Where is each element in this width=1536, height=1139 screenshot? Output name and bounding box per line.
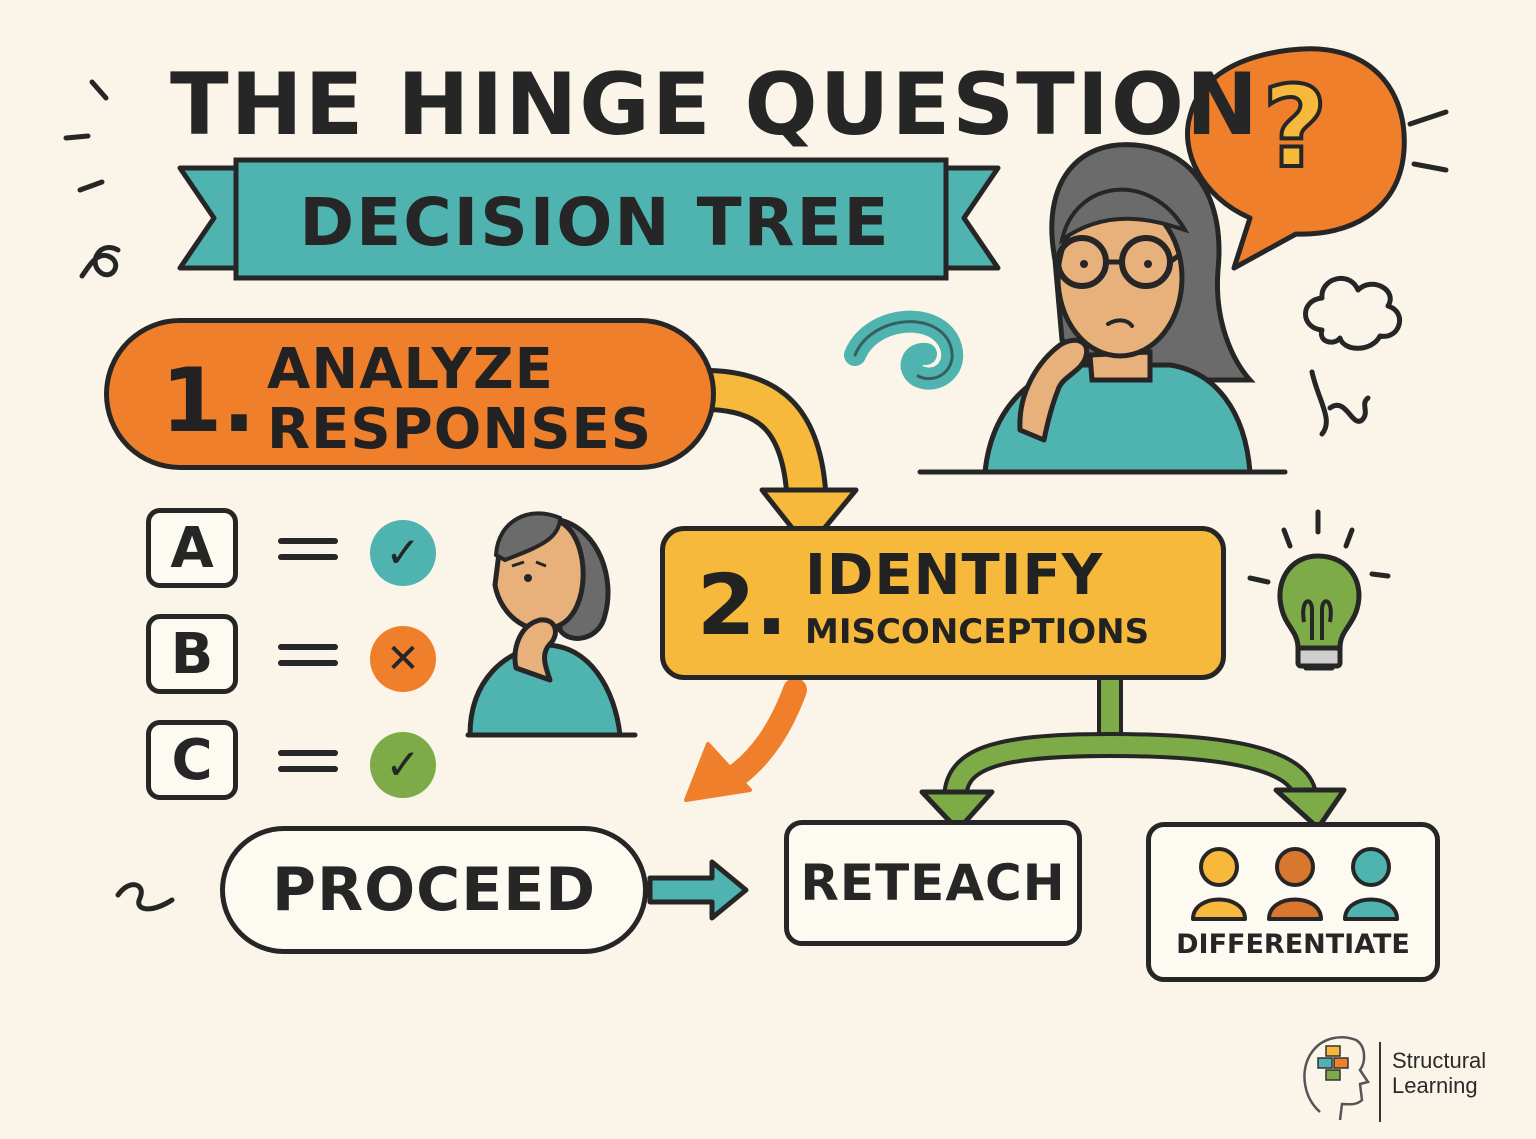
teacher-figure-large [917,142,1288,475]
equals-icon [278,538,338,544]
outcome-reteach-label: RETEACH [800,854,1066,912]
check-icon: ✓ [370,732,436,798]
outcome-proceed-label: PROCEED [272,855,596,925]
people-group-icon [1191,847,1399,921]
doodle-lines-right [1309,109,1449,437]
arrow-step2-to-proceed [684,678,807,802]
step-label-line1: ANALYZE [267,337,554,402]
step-number: 2. [697,556,788,654]
brand-name: Structural Learning [1392,1048,1486,1099]
step-label-line1: IDENTIFY [805,543,1104,608]
response-options: A ✓ B ✕ C ✓ [146,508,456,808]
option-c-box: C [146,720,238,800]
brand-line2: Learning [1392,1073,1478,1099]
step-number: 1. [161,349,256,452]
subtitle-banner-ribbon [177,157,1001,281]
step-label-line2: MISCONCEPTIONS [805,612,1150,652]
doodle-lines-left [63,79,175,912]
question-mark-icon: ? [1261,63,1330,193]
outcome-differentiate: DIFFERENTIATE [1146,822,1440,982]
student-figure-small [465,511,638,738]
step-label-line2: RESPONSES [267,397,653,462]
lightbulb-icon [1247,509,1391,671]
page-title: THE HINGE QUESTION [170,55,1260,155]
equals-icon [278,750,338,756]
brand-line1: Structural [1392,1048,1487,1073]
option-b-box: B [146,614,238,694]
arrow-step2-to-reteach-differentiate [919,678,1347,833]
cloud-doodle [1303,276,1402,351]
check-icon: ✓ [370,520,436,586]
speech-bubble [1185,46,1407,271]
page-subtitle: DECISION TREE [299,184,891,261]
outcome-proceed: PROCEED [220,826,648,954]
arrow-step1-to-step2 [688,368,859,551]
step-analyze-responses: 1. ANALYZE RESPONSES [104,318,716,470]
outcome-reteach: RETEACH [784,820,1082,946]
cross-icon: ✕ [370,626,436,692]
arrow-proceed-to-reteach [647,859,749,921]
outcome-differentiate-label: DIFFERENTIATE [1176,929,1410,960]
brand-logo-mark [1303,1036,1381,1122]
option-a-box: A [146,508,238,588]
step-identify-misconceptions: 2. IDENTIFY MISCONCEPTIONS [660,526,1226,680]
equals-icon [278,644,338,650]
